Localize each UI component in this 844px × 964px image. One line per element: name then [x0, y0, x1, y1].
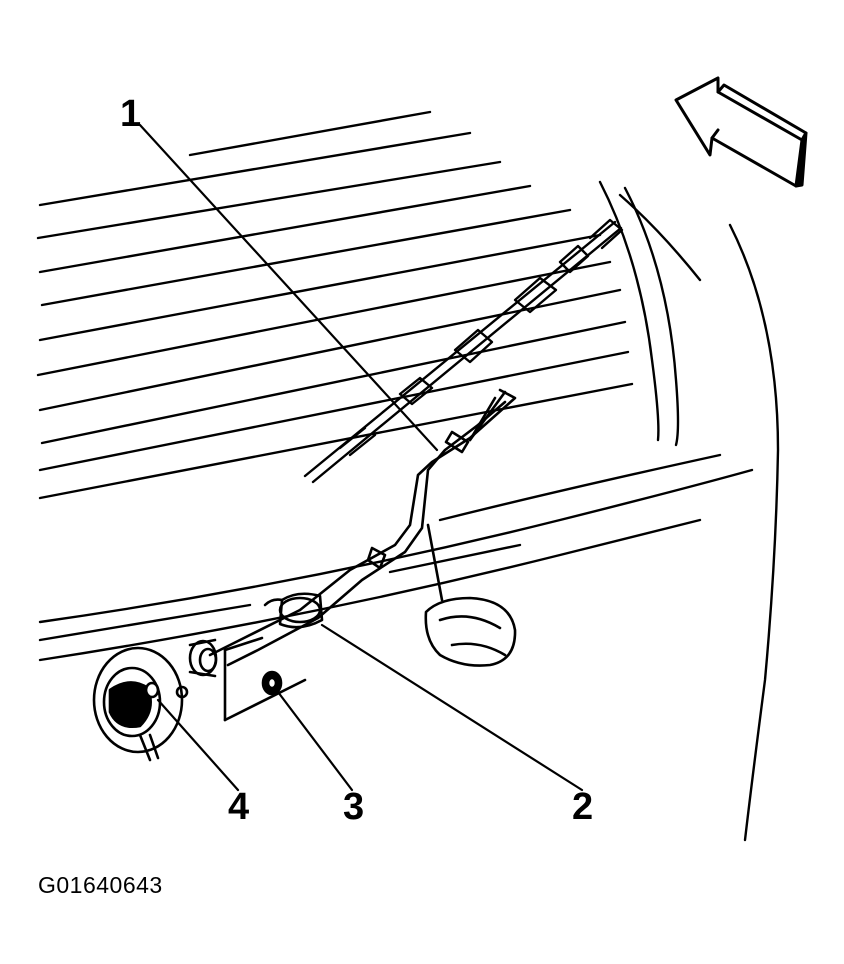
detached-cap	[424, 523, 517, 667]
figure-id: G01640643	[38, 872, 163, 898]
nut	[261, 670, 283, 696]
direction-arrow-icon	[674, 76, 808, 188]
callout-1: 1	[120, 93, 142, 135]
wiper-blade	[303, 218, 624, 484]
shaft-and-nut	[188, 636, 307, 722]
body-panel-lines	[38, 453, 754, 662]
callout-2: 2	[572, 786, 594, 828]
callout-3: 3	[343, 786, 365, 828]
callout-4: 4	[228, 786, 250, 828]
pivot-cap	[263, 592, 324, 629]
motor-seal	[92, 646, 189, 762]
rear-glass-grid-lines	[36, 110, 634, 500]
leader-lines	[138, 123, 584, 792]
liftgate-outline	[598, 180, 780, 842]
